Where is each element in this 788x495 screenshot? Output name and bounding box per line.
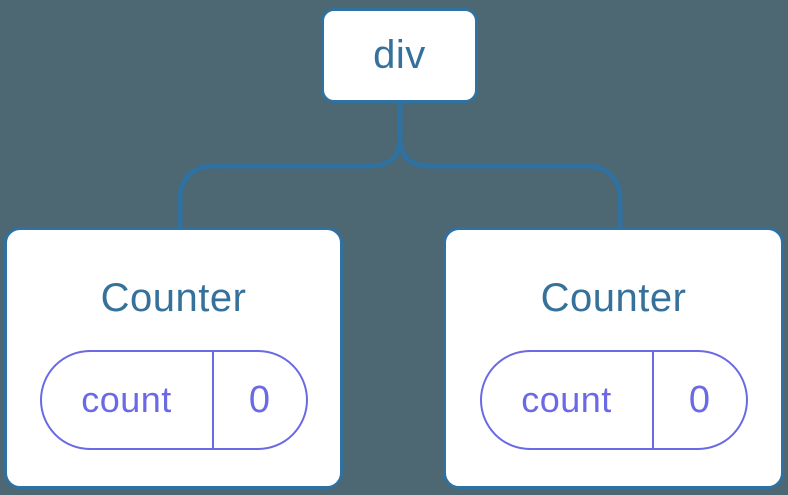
state-key-label: count <box>81 379 172 420</box>
connector-right-branch <box>397 100 623 228</box>
component-title: Counter <box>540 276 687 320</box>
component-card-counter-1: Counter count 0 <box>4 227 343 489</box>
root-node-label: div <box>373 33 426 77</box>
connector-left-branch <box>177 100 403 228</box>
tree-root-node: div <box>321 8 478 103</box>
state-value-cell: 0 <box>654 352 746 448</box>
state-value-label: 0 <box>248 378 271 421</box>
state-pill: count 0 <box>39 350 308 450</box>
state-key-cell: count <box>42 352 214 448</box>
component-card-counter-2: Counter count 0 <box>443 227 784 489</box>
component-title: Counter <box>100 276 247 320</box>
state-key-label: count <box>521 379 612 420</box>
state-value-cell: 0 <box>214 352 306 448</box>
state-pill: count 0 <box>479 350 748 450</box>
state-key-cell: count <box>482 352 654 448</box>
state-value-label: 0 <box>688 378 711 421</box>
